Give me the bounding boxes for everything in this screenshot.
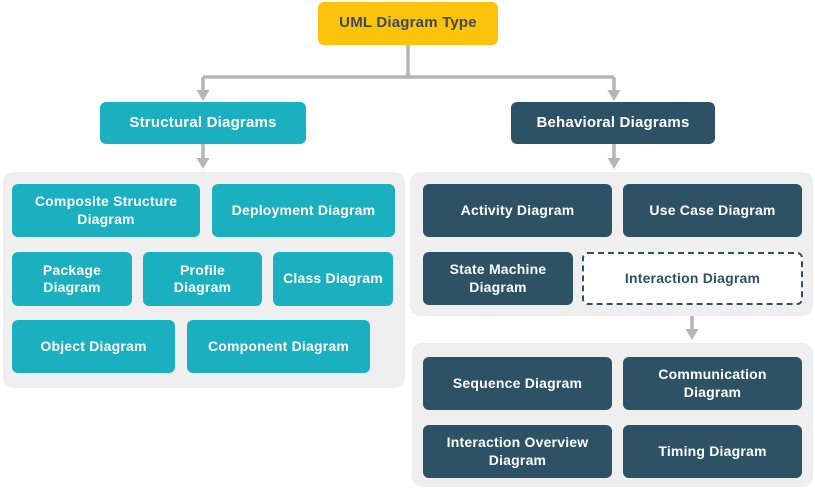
node-timing-diagram: Timing Diagram bbox=[623, 425, 802, 478]
node-state-machine-diagram: State Machine Diagram bbox=[423, 252, 573, 305]
node-composite-structure-diagram: Composite Structure Diagram bbox=[12, 184, 200, 237]
arrowhead-structural bbox=[196, 90, 210, 101]
node-package-diagram: Package Diagram bbox=[12, 252, 132, 306]
node-interaction-overview-diagram: Interaction Overview Diagram bbox=[423, 425, 612, 478]
arrowhead-behavioral-group bbox=[607, 158, 621, 169]
node-use-case-diagram: Use Case Diagram bbox=[623, 184, 802, 237]
node-component-diagram: Component Diagram bbox=[187, 320, 370, 373]
node-profile-diagram: Profile Diagram bbox=[143, 252, 262, 306]
node-communication-diagram: Communication Diagram bbox=[623, 357, 802, 410]
node-uml-diagram-type: UML Diagram Type bbox=[318, 2, 498, 45]
arrowhead-interaction-group bbox=[685, 329, 699, 340]
arrowhead-structural-group bbox=[196, 158, 210, 169]
arrowhead-behavioral bbox=[607, 90, 621, 101]
node-class-diagram: Class Diagram bbox=[273, 252, 393, 306]
node-behavioral-diagrams: Behavioral Diagrams bbox=[511, 102, 715, 144]
node-activity-diagram: Activity Diagram bbox=[423, 184, 612, 237]
node-structural-diagrams: Structural Diagrams bbox=[100, 102, 306, 144]
node-deployment-diagram: Deployment Diagram bbox=[212, 184, 395, 237]
node-interaction-diagram: Interaction Diagram bbox=[582, 252, 803, 305]
node-sequence-diagram: Sequence Diagram bbox=[423, 357, 612, 410]
node-object-diagram: Object Diagram bbox=[12, 320, 175, 373]
